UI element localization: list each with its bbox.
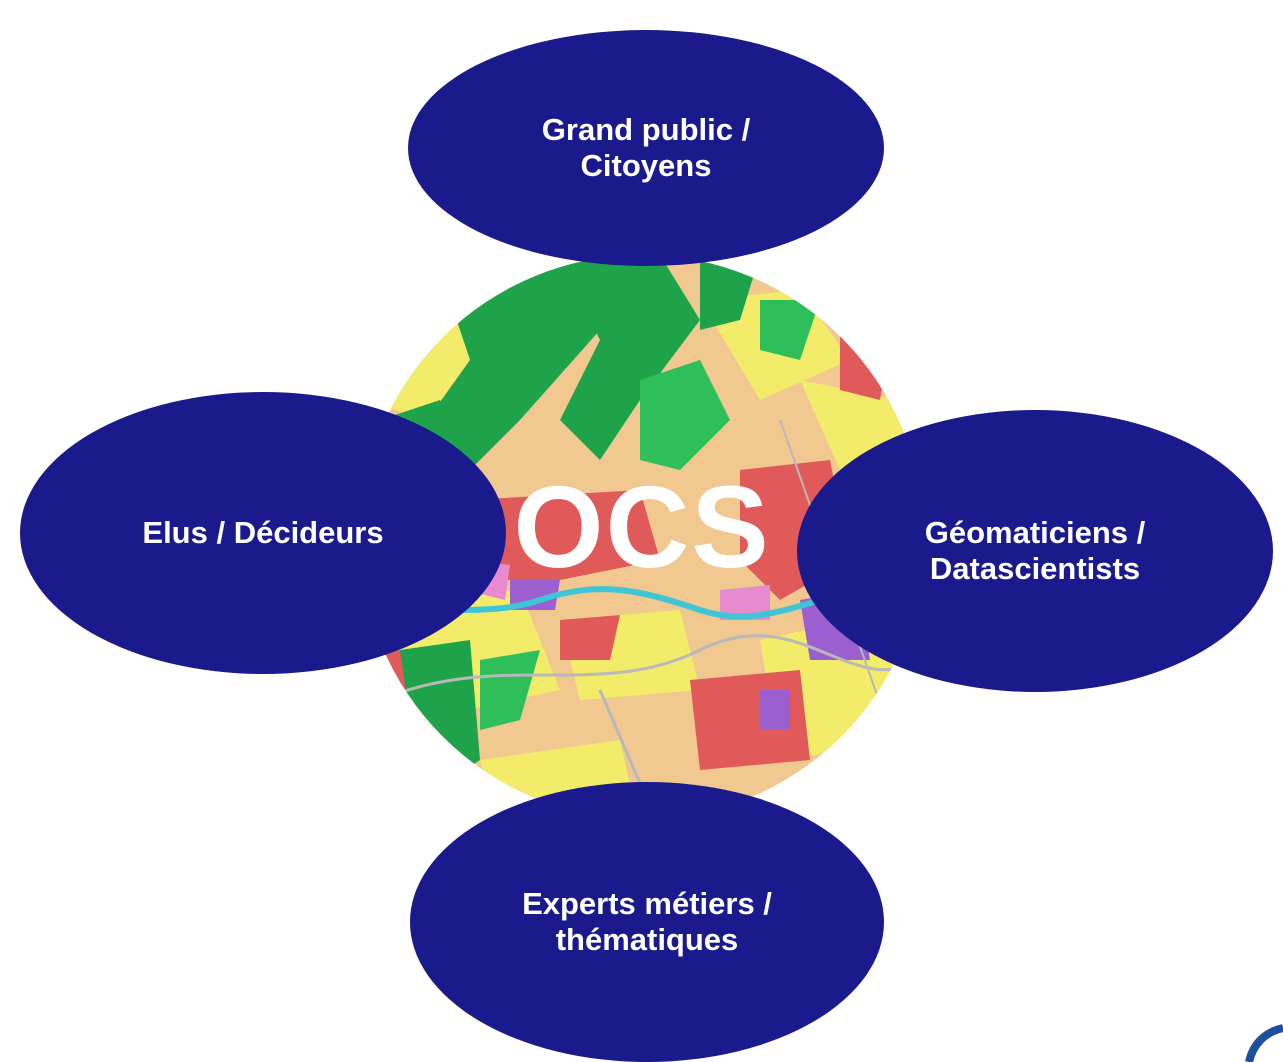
node-label: Grand public / Citoyens — [542, 112, 750, 184]
node-elus-decideurs: Elus / Décideurs — [20, 392, 506, 674]
map-road — [379, 634, 921, 702]
map-urban-patch — [840, 330, 890, 400]
map-urban-patch — [690, 670, 810, 770]
map-forest-patch — [560, 255, 700, 460]
corner-logo-arc-icon — [1245, 1024, 1283, 1062]
map-grass-patch — [760, 300, 820, 360]
node-experts-metiers-thematiques: Experts métiers / thématiques — [410, 782, 884, 1062]
map-industrial-patch — [760, 690, 790, 730]
map-forest-patch — [390, 640, 480, 800]
node-label: Géomaticiens / Datascientists — [925, 515, 1146, 587]
node-label-line: Elus / Décideurs — [142, 515, 384, 550]
map-urban-patch — [560, 615, 620, 660]
node-label-line: Grand public / — [541, 112, 751, 147]
node-label-line: Citoyens — [580, 148, 712, 183]
node-geomaticiens-datascientists: Géomaticiens / Datascientists — [797, 410, 1273, 692]
center-label-ocs: OCS — [513, 462, 771, 592]
node-label-line: thématiques — [555, 922, 739, 957]
map-urban-patch — [460, 490, 660, 580]
node-label-line: Datascientists — [929, 551, 1141, 586]
node-label: Experts métiers / thématiques — [522, 886, 772, 958]
map-grass-patch — [640, 360, 730, 470]
node-label-line: Experts métiers / — [522, 886, 772, 921]
node-grand-public-citoyens: Grand public / Citoyens — [408, 30, 884, 266]
map-grass-patch — [480, 650, 540, 730]
node-label: Elus / Décideurs — [142, 515, 383, 551]
node-label-line: Géomaticiens / — [924, 515, 1146, 550]
map-pink-patch — [720, 585, 770, 620]
